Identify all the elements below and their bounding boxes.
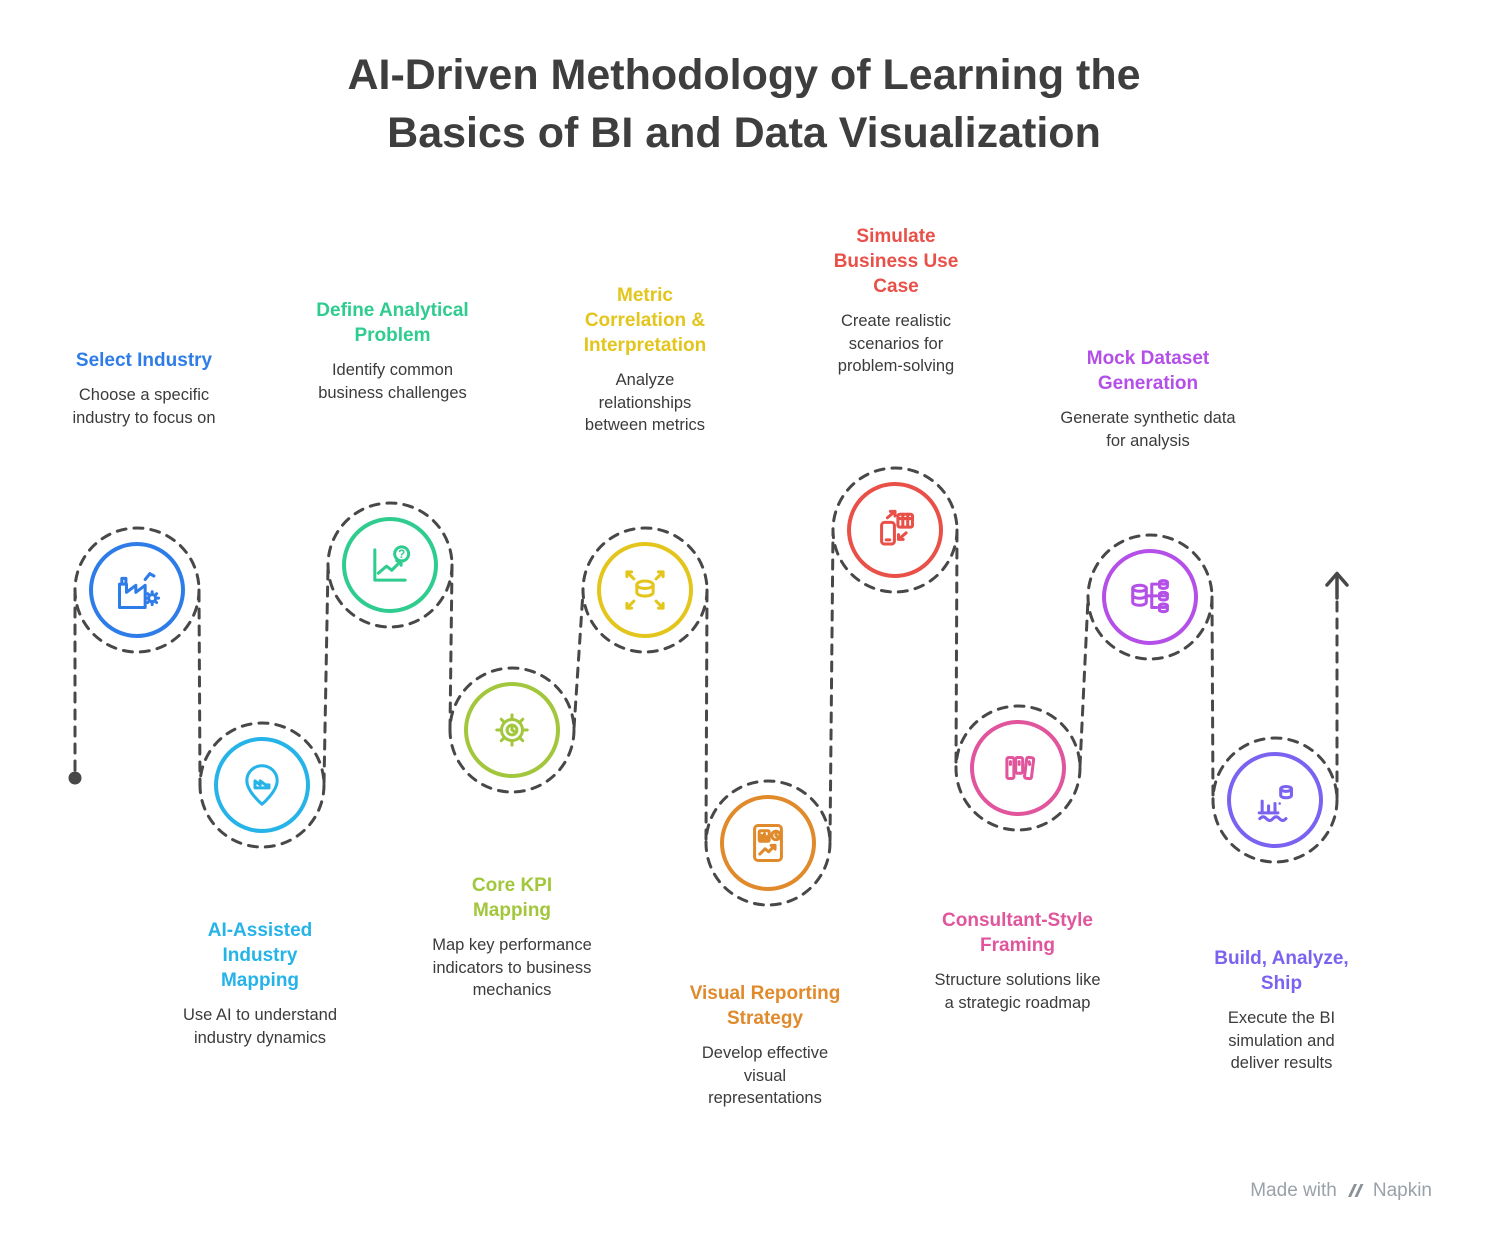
step-description: Generate synthetic data for analysis xyxy=(1060,409,1236,450)
step-description: Choose a specific industry to focus on xyxy=(72,386,216,427)
step-description: Develop effective visual representations xyxy=(701,1044,829,1108)
step-title: Build, Analyze, Ship xyxy=(1214,948,1349,995)
step-icon-circle xyxy=(214,737,310,833)
made-with-text: Made with xyxy=(1250,1180,1337,1201)
step-description: Map key performance indicators to busine… xyxy=(432,936,592,1000)
step-title: Core KPI Mapping xyxy=(471,875,553,922)
dataset-network-icon xyxy=(1131,579,1169,614)
trend-chart-question-icon: ? xyxy=(373,545,411,582)
step-description: Create realistic scenarios for problem-s… xyxy=(837,312,955,376)
step-description: Use AI to understand industry dynamics xyxy=(182,1006,338,1047)
step-icon-circle xyxy=(720,795,816,891)
report-charts-icon xyxy=(753,823,783,863)
step-title: Metric Correlation & Interpretation xyxy=(583,285,707,357)
step-description: Identify common business challenges xyxy=(318,361,467,402)
path-start-dot xyxy=(68,771,82,785)
bar-chart-ship-icon xyxy=(1257,784,1293,823)
page-title-line2: Basics of BI and Data Visualization xyxy=(387,109,1101,158)
step-title: Consultant-Style Framing xyxy=(942,910,1093,957)
step-icon-circle xyxy=(89,542,185,638)
step-icon-circle xyxy=(464,682,560,778)
step-description: Structure solutions like a strategic roa… xyxy=(934,971,1101,1012)
step-icon-circle xyxy=(597,542,693,638)
page-title: AI-Driven Methodology of Learning the Ba… xyxy=(0,46,1488,162)
step-title: Visual Reporting Strategy xyxy=(689,983,841,1030)
made-with-napkin-watermark: Made with Napkin xyxy=(1250,1180,1432,1202)
napkin-logo-icon xyxy=(1347,1184,1364,1197)
step-icon-circle: ? xyxy=(342,517,438,613)
step-title: Select Industry xyxy=(75,350,213,371)
database-arrows-icon xyxy=(625,570,665,610)
svg-text:?: ? xyxy=(398,548,405,561)
step-title: Define Analytical Problem xyxy=(316,300,469,347)
step-icon-circle xyxy=(847,482,943,578)
factory-icon xyxy=(117,572,161,610)
factory-pin-icon xyxy=(245,764,279,806)
step-description: Analyze relationships between metrics xyxy=(584,371,706,435)
gear-pie-icon xyxy=(495,713,529,747)
step-title: Simulate Business Use Case xyxy=(833,226,959,298)
step-icon-circle xyxy=(970,720,1066,816)
device-sync-icon xyxy=(880,509,915,546)
kanban-icon xyxy=(1005,755,1036,781)
path-end-arrow-icon xyxy=(1325,571,1349,600)
page-title-line1: AI-Driven Methodology of Learning the xyxy=(347,51,1141,99)
brand-text: Napkin xyxy=(1372,1180,1432,1201)
step-icon-circle xyxy=(1102,549,1198,645)
step-title: AI-Assisted Industry Mapping xyxy=(207,920,313,992)
step-title: Mock Dataset Generation xyxy=(1086,348,1210,395)
step-description: Execute the BI simulation and deliver re… xyxy=(1227,1009,1336,1073)
step-icon-circle xyxy=(1227,752,1323,848)
